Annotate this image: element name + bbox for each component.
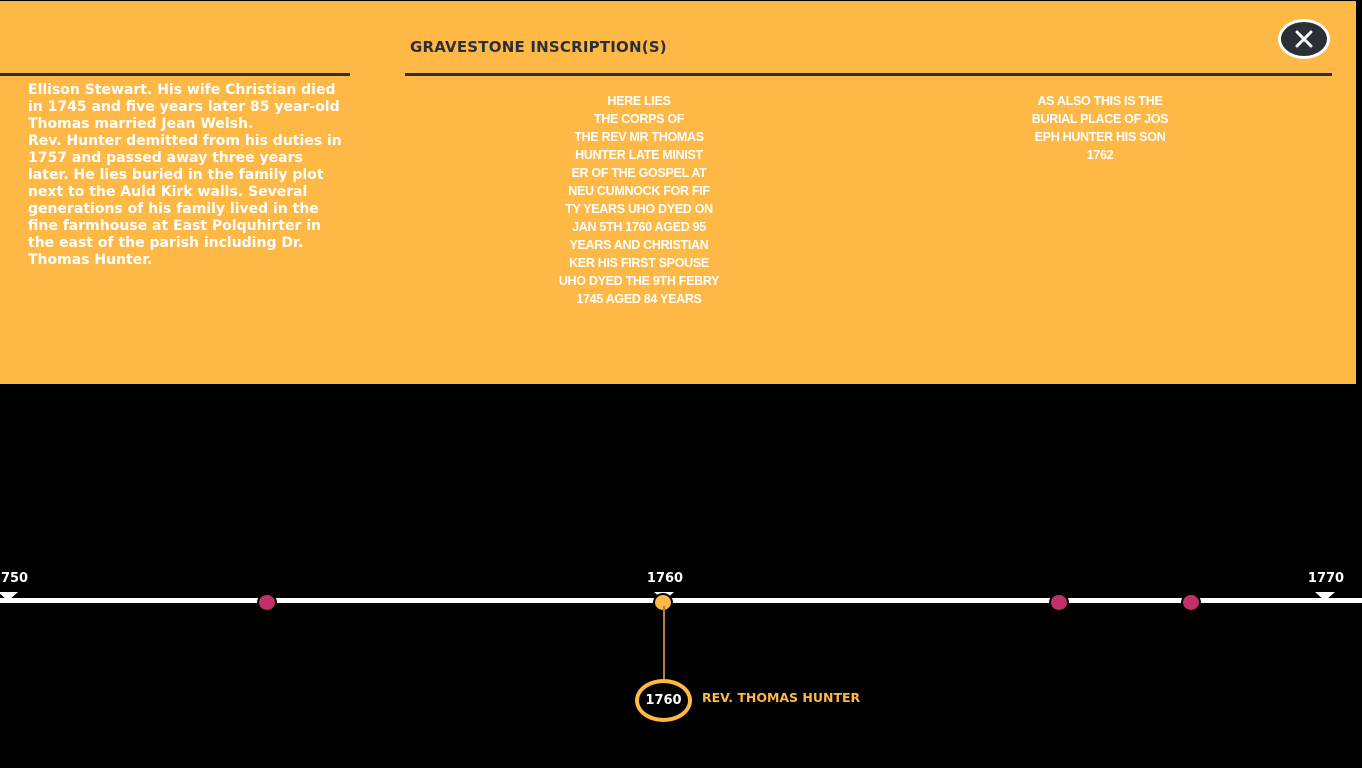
tick-label-1760: 1760 <box>646 571 684 586</box>
tick-label-1770: 1770 <box>1307 571 1345 586</box>
tick-marker <box>1315 592 1335 601</box>
event-year-badge[interactable]: 1760 <box>635 679 692 722</box>
timeline-event-dot[interactable] <box>1049 593 1069 612</box>
biography-text: Ellison Stewart. His wife Christian died… <box>28 82 342 268</box>
timeline-event-dot[interactable] <box>257 593 277 612</box>
event-connector <box>663 606 665 682</box>
event-name[interactable]: REV. THOMAS HUNTER <box>702 690 861 705</box>
tick-label-1750: 1750 <box>0 571 29 586</box>
close-icon <box>1295 30 1313 48</box>
timeline-event-dot[interactable] <box>1181 593 1201 612</box>
divider <box>0 73 350 76</box>
inscription-text: HERE LIES THE CORPS OF THE REV MR THOMAS… <box>558 94 720 306</box>
gravestone-panel: GRAVESTONE INSCRIPTION(S) Ellison Stewar… <box>0 1 1356 384</box>
inscription-text: AS ALSO THIS IS THE BURIAL PLACE OF JOS … <box>1031 94 1169 162</box>
tick-marker <box>0 592 18 601</box>
divider <box>405 73 1332 76</box>
close-button[interactable] <box>1278 19 1330 59</box>
inscriptions-heading: GRAVESTONE INSCRIPTION(S) <box>410 38 667 56</box>
timeline-track[interactable] <box>0 598 1362 603</box>
